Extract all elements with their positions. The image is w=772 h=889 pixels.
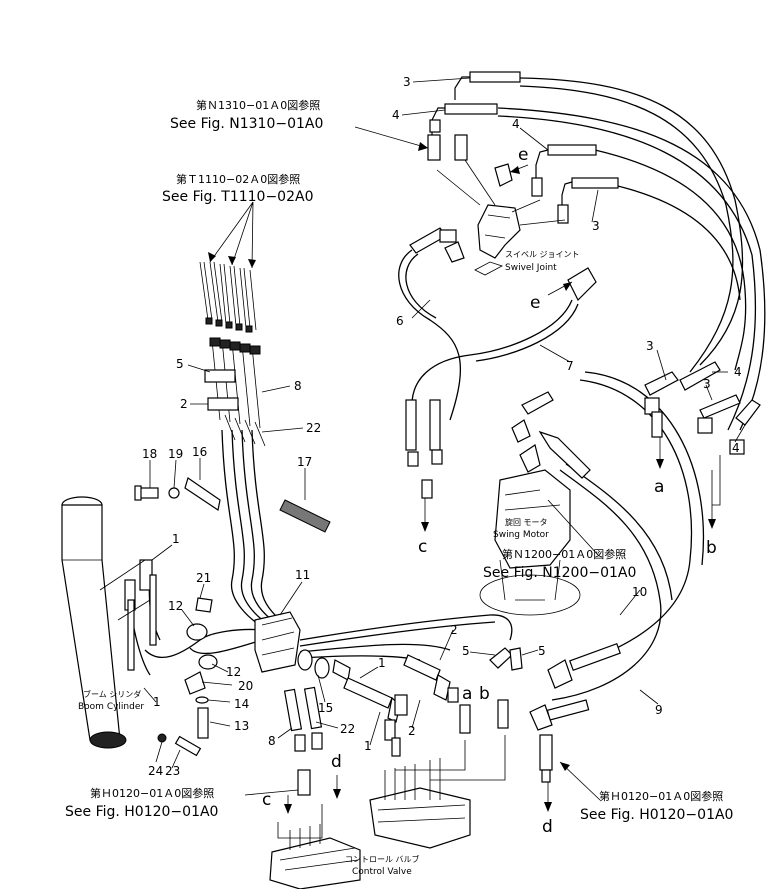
ref-t1110-jp: 第Ｔ1110−02Ａ0図参照 — [176, 172, 300, 186]
ref-n1310-jp: 第Ｎ1310−01Ａ0図参照 — [196, 98, 320, 112]
part-label: 5 — [176, 357, 184, 371]
boom-cylinder-en: Boom Cylinder — [78, 702, 144, 712]
part-label: 15 — [318, 701, 333, 715]
letter-c: c — [418, 537, 427, 557]
part-label: 5 — [462, 644, 470, 658]
part-label: 19 — [168, 447, 183, 461]
letter-b: b — [479, 684, 490, 704]
part-label: 1 — [172, 532, 180, 546]
part-number-labels: 3 4 4 3 6 7 3 4 3 4 5 2 8 22 18 19 16 17… — [142, 75, 742, 778]
ref-t1110-en: See Fig. T1110−02A0 — [162, 189, 313, 205]
control-valve — [269, 758, 471, 889]
leader-lines — [143, 77, 746, 839]
swing-motor-en: Swing Motor — [493, 530, 549, 540]
part-label: 1 — [153, 695, 161, 709]
part-label: 6 — [396, 314, 404, 328]
part-label: 2 — [450, 623, 458, 637]
ref-n1200-jp: 第Ｎ1200−01Ａ0図参照 — [502, 547, 626, 561]
part-label: 2 — [180, 397, 188, 411]
part-label: 1 — [364, 739, 372, 753]
fitting-4-top — [444, 103, 498, 115]
letter-e: e — [530, 293, 540, 313]
part-label: 2 — [408, 724, 416, 738]
part-label: 8 — [268, 734, 276, 748]
control-valve-jp: コントロール バルブ — [345, 854, 420, 864]
swivel-joint-jp: スイベル ジョイント — [505, 250, 580, 259]
part-label: 3 — [703, 377, 711, 391]
part-label: 5 — [538, 644, 546, 658]
letter-a: a — [462, 684, 472, 704]
part-label: 4 — [734, 365, 742, 379]
part-label: 7 — [566, 359, 574, 373]
part-label: 3 — [403, 75, 411, 89]
part-label: 13 — [234, 719, 249, 733]
ref-n1200-en: See Fig. N1200−01A0 — [483, 565, 636, 581]
part-label: 17 — [297, 455, 312, 469]
part-label: 20 — [238, 679, 253, 693]
bolt-18 — [139, 487, 159, 499]
part-label: 4 — [732, 441, 740, 455]
part-label: 11 — [295, 568, 310, 582]
ref-h0120-right-jp: 第Ｈ0120−01Ａ0図参照 — [599, 789, 723, 803]
clamp-17 — [279, 499, 331, 533]
letter-a: a — [654, 477, 664, 497]
ref-h0120-left-jp: 第Ｈ0120−01Ａ0図参照 — [90, 786, 214, 800]
part-label: 21 — [196, 571, 211, 585]
bracket-16 — [184, 477, 221, 511]
fitting-bundle-mid — [204, 337, 266, 447]
letter-b: b — [706, 538, 717, 558]
part-label: 12 — [226, 665, 241, 679]
component-labels: スイベル ジョイント Swivel Joint 旋回 モータ Swing Mot… — [78, 250, 580, 877]
swivel-joint — [436, 159, 566, 276]
letter-d: d — [331, 752, 342, 772]
connection-letters: e e c a b a b d c d — [262, 145, 717, 837]
hose-lines — [127, 77, 766, 701]
part-label: 10 — [632, 585, 647, 599]
letter-e: e — [518, 145, 528, 165]
part-label: 3 — [592, 219, 600, 233]
part-label: 24 — [148, 764, 163, 778]
boom-cylinder — [61, 496, 157, 749]
reference-notes: 第Ｎ1310−01Ａ0図参照 See Fig. N1310−01A0 第Ｔ111… — [65, 98, 733, 823]
part-label: 4 — [512, 117, 520, 131]
letter-c: c — [262, 790, 271, 810]
block-11 — [254, 611, 301, 673]
ref-n1310-en: See Fig. N1310−01A0 — [170, 116, 323, 132]
washer-19 — [168, 487, 180, 499]
part-label: 1 — [378, 656, 386, 670]
part-label: 4 — [392, 108, 400, 122]
part-label: 23 — [165, 764, 180, 778]
ref-h0120-left-en: See Fig. H0120−01A0 — [65, 804, 218, 820]
control-valve-en: Control Valve — [352, 867, 412, 877]
part-label: 12 — [168, 599, 183, 613]
part-label: 22 — [306, 421, 321, 435]
part-label: 14 — [234, 697, 249, 711]
swivel-joint-en: Swivel Joint — [505, 263, 557, 273]
letter-d: d — [542, 817, 553, 837]
part-label: 22 — [340, 722, 355, 736]
part-label: 9 — [655, 703, 663, 717]
part-label: 16 — [192, 445, 207, 459]
swing-motor-jp: 旋回 モータ — [505, 517, 548, 527]
part-label: 3 — [646, 339, 654, 353]
swing-motor — [479, 469, 581, 616]
part-label: 18 — [142, 447, 157, 461]
fitting-3-top — [469, 71, 521, 83]
boom-cylinder-jp: ブーム シリンダ — [83, 689, 141, 699]
ref-h0120-right-en: See Fig. H0120−01A0 — [580, 807, 733, 823]
part-label: 8 — [294, 379, 302, 393]
fitting-bundle-top — [199, 261, 257, 333]
bolt-13 — [197, 707, 209, 739]
fittings — [61, 71, 761, 889]
